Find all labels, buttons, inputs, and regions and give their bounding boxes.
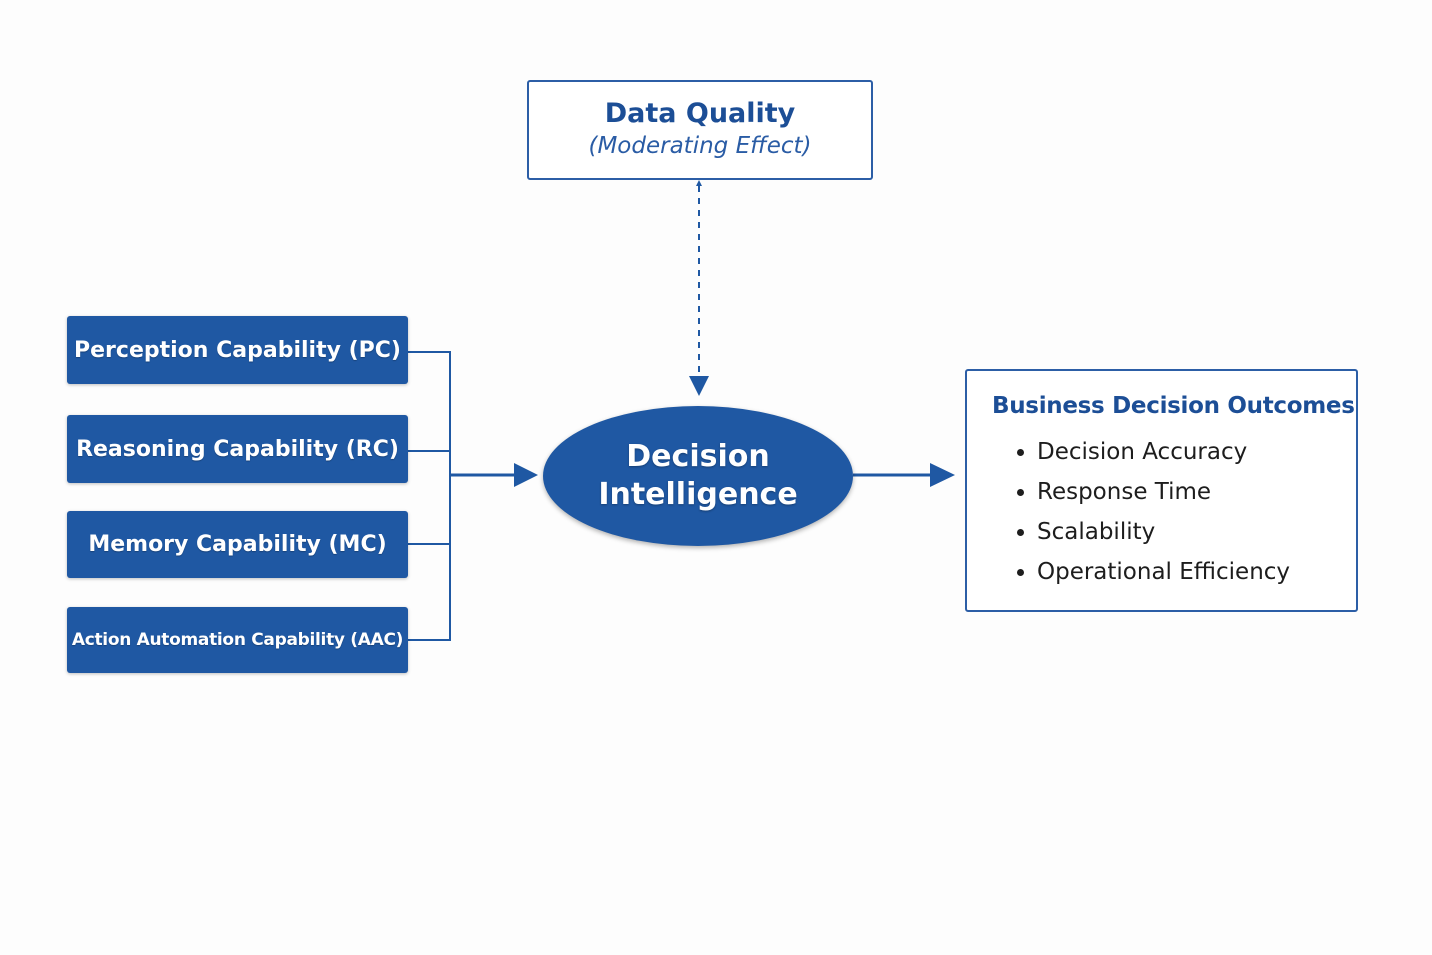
- business-outcomes-box: Business Decision Outcomes Decision Accu…: [965, 369, 1358, 612]
- data-quality-title: Data Quality: [604, 98, 796, 129]
- capability-box-action-automation: Action Automation Capability (AAC): [67, 607, 408, 673]
- outcomes-list: Decision Accuracy Response Time Scalabil…: [1017, 437, 1290, 597]
- capability-box-perception: Perception Capability (PC): [67, 316, 408, 384]
- decision-intelligence-label: Decision Intelligence: [598, 439, 798, 512]
- outcome-label: Response Time: [1037, 479, 1212, 505]
- outcome-label: Decision Accuracy: [1037, 439, 1248, 465]
- bullet-icon: [1017, 449, 1024, 456]
- bullet-icon: [1017, 569, 1024, 576]
- data-quality-subtitle: (Moderating Effect): [588, 133, 812, 159]
- outcome-item: Response Time: [1017, 477, 1290, 517]
- moderating-arrowhead-bottom: [689, 376, 709, 396]
- data-quality-box: Data Quality (Moderating Effect): [527, 80, 873, 180]
- moderating-arrowhead-top: [696, 180, 702, 186]
- capability-box-memory: Memory Capability (MC): [67, 511, 408, 578]
- outcome-item: Operational Efficiency: [1017, 557, 1290, 597]
- outcome-label: Scalability: [1037, 519, 1156, 545]
- input-arrowhead: [514, 463, 538, 487]
- bullet-icon: [1017, 489, 1024, 496]
- outcome-item: Scalability: [1017, 517, 1290, 557]
- outcome-item: Decision Accuracy: [1017, 437, 1290, 477]
- decision-intelligence-node: Decision Intelligence: [543, 406, 853, 546]
- outcome-label: Operational Efficiency: [1037, 559, 1291, 585]
- capability-box-reasoning: Reasoning Capability (RC): [67, 415, 408, 483]
- business-outcomes-title: Business Decision Outcomes: [992, 393, 1355, 419]
- bullet-icon: [1017, 529, 1024, 536]
- output-arrowhead: [930, 463, 955, 487]
